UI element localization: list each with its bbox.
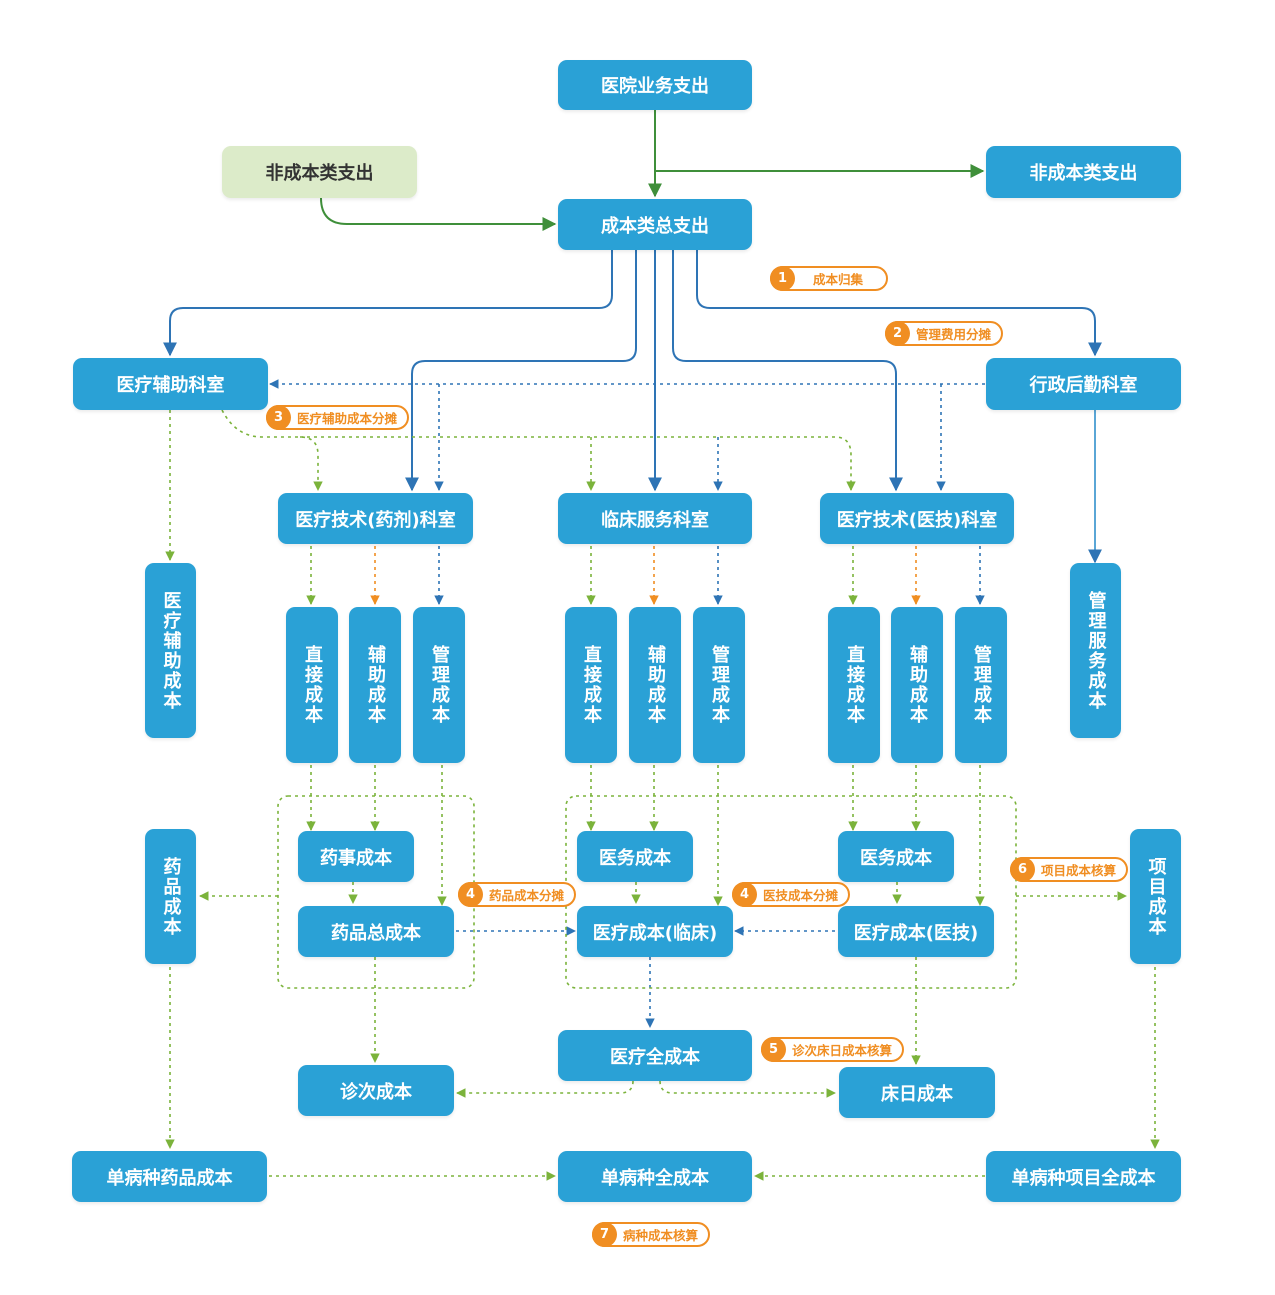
connector-aux-spread (300, 436, 856, 491)
bed-day-cost-node: 床日成本 (839, 1067, 995, 1118)
pharm-aux-cost-node: 辅助成本 (349, 607, 401, 763)
step-badge-3: 3 医疗辅助成本分摊 (266, 405, 410, 430)
pharm-stage-frame (277, 795, 475, 989)
solid-green-connectors (320, 110, 985, 231)
cost-total-node: 成本类总支出 (558, 199, 752, 250)
project-cost-node: 项目成本 (1130, 829, 1181, 964)
step-label: 医技成本分摊 (763, 888, 839, 903)
step-label: 管理费用分摊 (916, 327, 992, 342)
pharm-dept-node: 医疗技术(药剂)科室 (278, 493, 473, 544)
step-badge-7: 7 病种成本核算 (592, 1222, 711, 1247)
step-badge-4-medtech: 4 医技成本分摊 (732, 882, 851, 907)
connector-noncost-left-to-cost (320, 197, 557, 231)
step-label: 医疗辅助成本分摊 (297, 411, 398, 426)
step-badge-4-drug: 4 药品成本分摊 (458, 882, 577, 907)
connector-cost-to-medtech (672, 250, 903, 492)
connector-full-to-visit (456, 1080, 634, 1098)
medtech-mgmt-cost-node: 管理成本 (955, 607, 1007, 763)
aux-cost-node: 医疗辅助成本 (145, 563, 196, 738)
drug-total-cost-node: 药品总成本 (298, 906, 454, 957)
admin-dept-node: 行政后勤科室 (986, 358, 1181, 410)
dotted-orange-connectors (370, 546, 921, 605)
connector-cost-to-aux (163, 250, 613, 357)
pharmacy-affairs-cost-node: 药事成本 (298, 831, 414, 882)
non-cost-expense-left-node: 非成本类支出 (222, 146, 417, 198)
dotted-blue-connectors (269, 379, 985, 1028)
step-label: 诊次床日成本核算 (792, 1043, 893, 1058)
medical-cost-clinical-node: 医疗成本(临床) (577, 906, 733, 957)
hospital-expense-node: 医院业务支出 (558, 60, 752, 110)
clinical-mgmt-cost-node: 管理成本 (693, 607, 745, 763)
step-label: 药品成本分摊 (489, 888, 565, 903)
mgmt-service-cost-node: 管理服务成本 (1070, 563, 1121, 738)
step-number: 3 (266, 405, 291, 430)
clinical-aux-cost-node: 辅助成本 (629, 607, 681, 763)
medical-cost-medtech-node: 医疗成本(医技) (838, 906, 994, 957)
medical-full-cost-node: 医疗全成本 (558, 1030, 752, 1081)
step-number: 6 (1010, 857, 1035, 882)
clinical-direct-cost-node: 直接成本 (565, 607, 617, 763)
dotted-green-connectors (165, 409, 1160, 1181)
step-badge-2: 2 管理费用分摊 (885, 321, 1004, 346)
medtech-direct-cost-node: 直接成本 (828, 607, 880, 763)
step-badge-1: 1 成本归集 (770, 266, 888, 291)
step-number: 4 (458, 882, 483, 907)
step-number: 1 (770, 266, 795, 291)
disease-drug-cost-node: 单病种药品成本 (72, 1151, 267, 1202)
disease-full-cost-node: 单病种全成本 (558, 1151, 752, 1202)
step-label: 成本归集 (813, 272, 864, 287)
medtech-dept-node: 医疗技术(医技)科室 (820, 493, 1014, 544)
step-label: 项目成本核算 (1041, 863, 1117, 878)
drug-cost-node: 药品成本 (145, 829, 196, 964)
step-number: 2 (885, 321, 910, 346)
non-cost-expense-right-node: 非成本类支出 (986, 146, 1181, 198)
clinical-medical-affairs-cost-node: 医务成本 (577, 831, 693, 882)
step-number: 5 (761, 1037, 786, 1062)
connector-cost-to-admin (696, 250, 1102, 357)
pharm-direct-cost-node: 直接成本 (286, 607, 338, 763)
connector-full-to-bed (659, 1080, 836, 1098)
solid-blue-connectors (163, 250, 1102, 564)
step-number: 7 (592, 1222, 617, 1247)
aux-dept-node: 医疗辅助科室 (73, 358, 268, 410)
connector-cost-to-pharm (405, 250, 637, 492)
pharm-mgmt-cost-node: 管理成本 (413, 607, 465, 763)
medtech-aux-cost-node: 辅助成本 (891, 607, 943, 763)
step-number: 4 (732, 882, 757, 907)
disease-project-cost-node: 单病种项目全成本 (986, 1151, 1181, 1202)
step-label: 病种成本核算 (623, 1228, 699, 1243)
medtech-medical-affairs-cost-node: 医务成本 (838, 831, 954, 882)
step-badge-6: 6 项目成本核算 (1010, 857, 1129, 882)
step-badge-5: 5 诊次床日成本核算 (761, 1037, 905, 1062)
clinical-dept-node: 临床服务科室 (558, 493, 752, 544)
visit-cost-node: 诊次成本 (298, 1065, 454, 1116)
